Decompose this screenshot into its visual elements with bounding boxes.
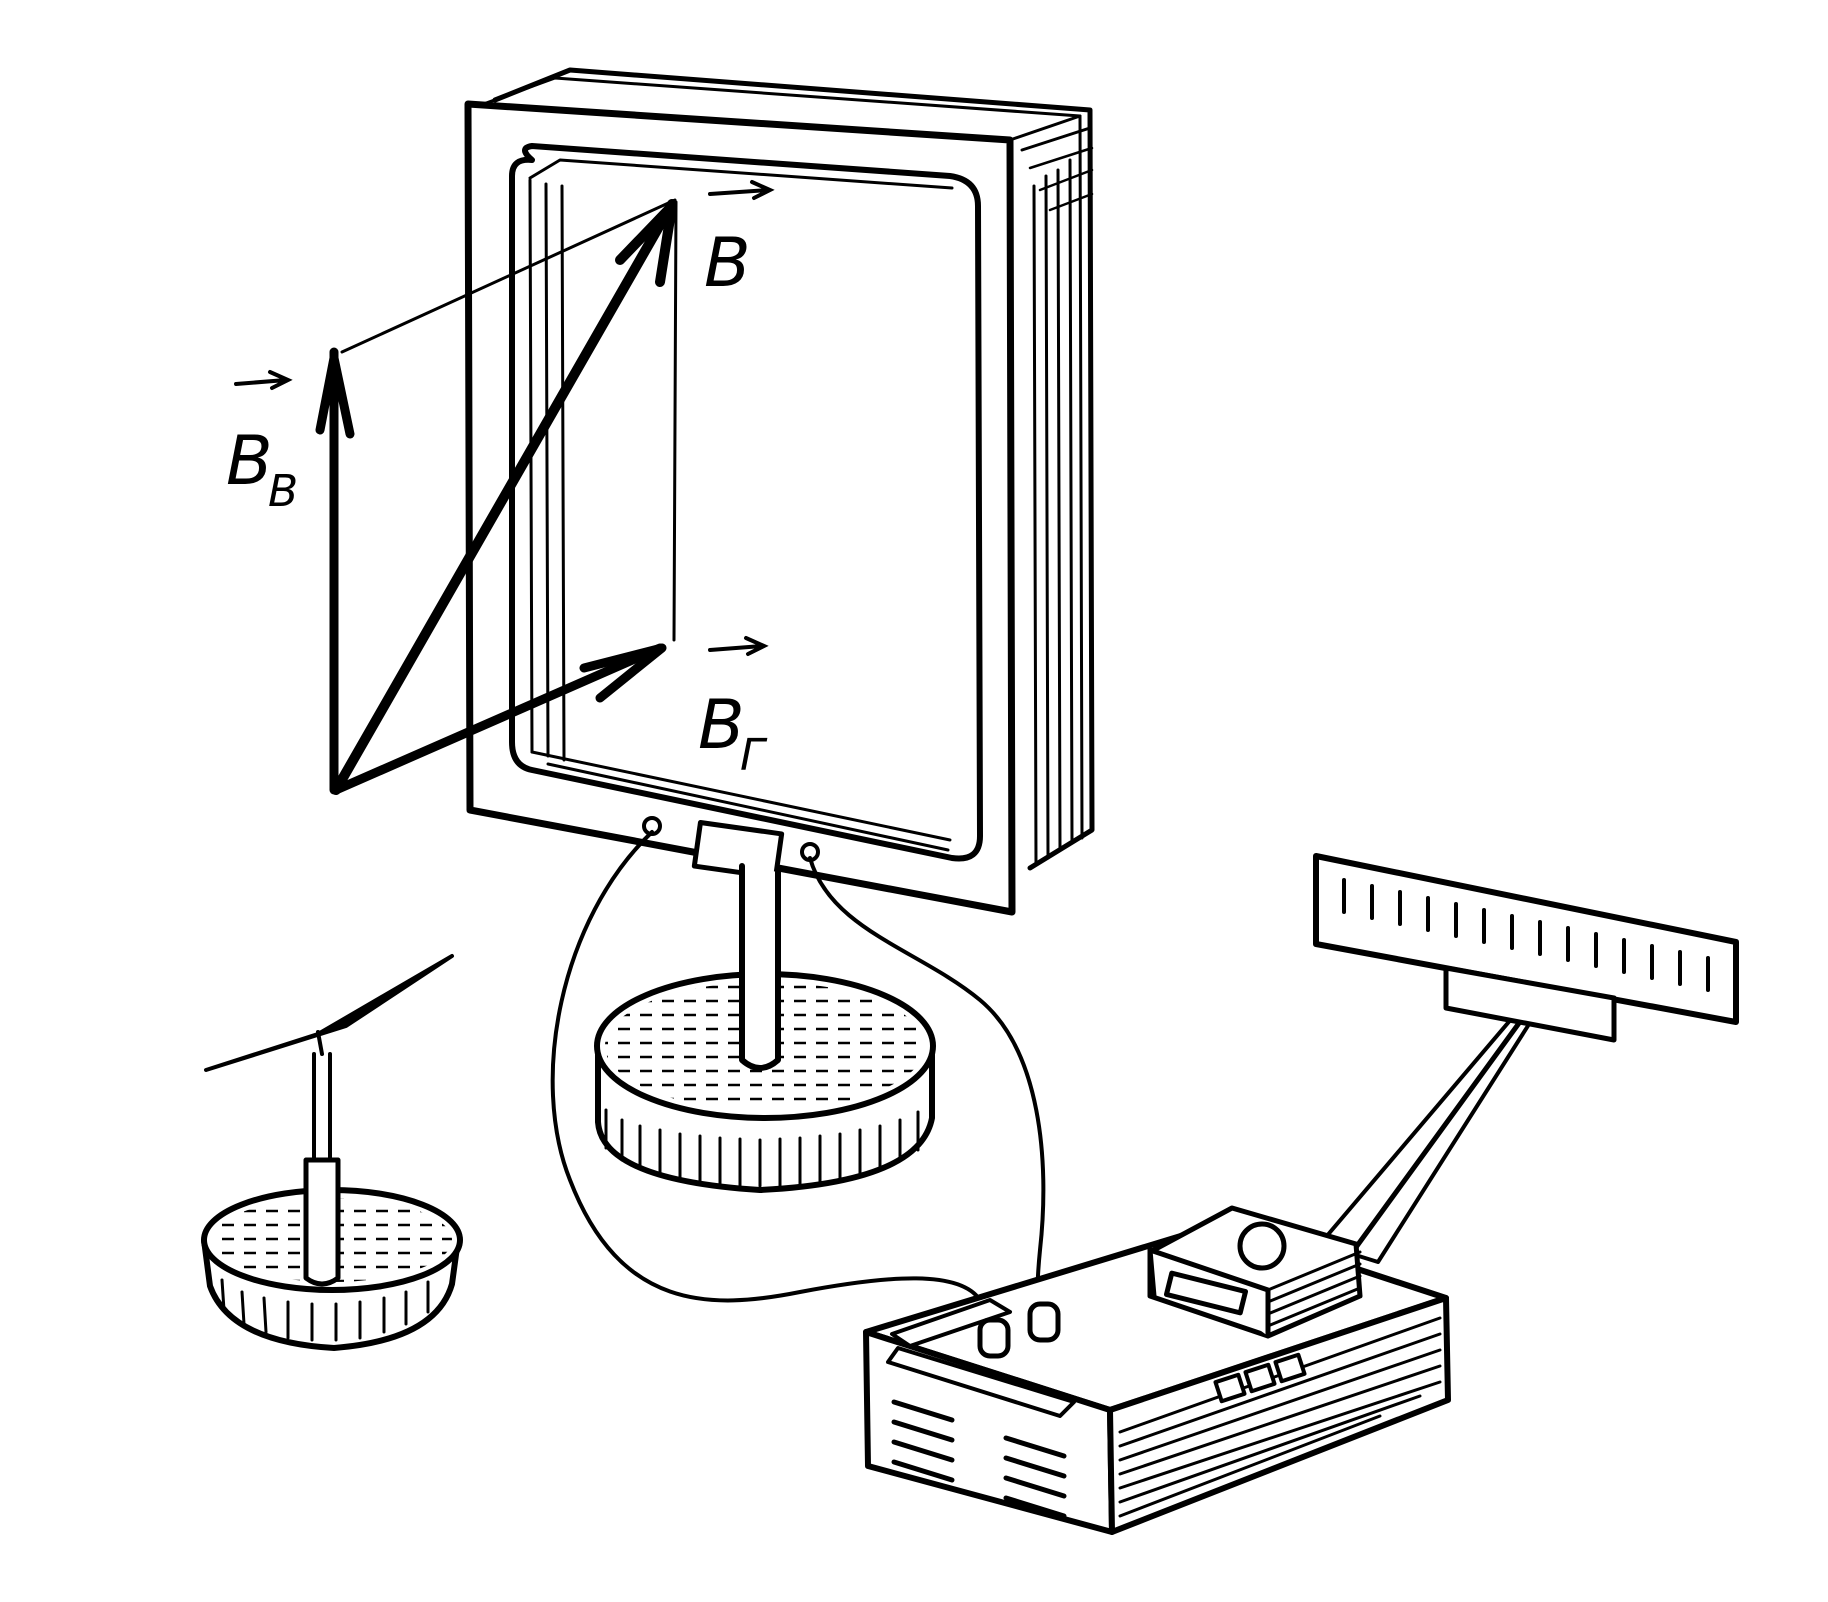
light-pointer xyxy=(1147,1002,1540,1339)
compass-needle-dark-half xyxy=(316,954,454,1036)
compass-pivot xyxy=(312,1030,332,1162)
lamp-window xyxy=(1163,1270,1249,1316)
wire-right xyxy=(808,856,1046,1322)
arrow-over-b-resultant-icon xyxy=(708,180,775,200)
power-supply-switch-2 xyxy=(1243,1362,1277,1394)
compass xyxy=(201,954,463,1351)
vector-b-horizontal-arrowhead xyxy=(579,643,667,703)
coil-mount-plate xyxy=(691,820,785,880)
vector-diagram xyxy=(315,198,678,795)
power-supply-vents-right xyxy=(1003,1435,1067,1519)
power-supply-groove xyxy=(890,1298,1012,1348)
lamp-knob xyxy=(1237,1221,1287,1271)
coil-inner-window xyxy=(509,143,983,862)
label-b-vertical: B В xyxy=(226,370,298,517)
svg-text:B: B xyxy=(704,224,751,303)
power-supply-terminal-right xyxy=(1027,1301,1061,1343)
parallelogram-right-edge xyxy=(672,200,678,642)
vector-b-horizontal xyxy=(331,643,665,795)
power-supply-side xyxy=(1107,1295,1451,1535)
svg-text:B: B xyxy=(226,422,273,501)
coil-stand xyxy=(594,863,936,1193)
power-supply-terminal-left xyxy=(977,1317,1011,1359)
power-supply-switch-3 xyxy=(1273,1352,1307,1384)
vector-b-resultant xyxy=(331,199,677,795)
parallelogram-top-edge xyxy=(340,198,677,354)
power-supply-vents-left xyxy=(891,1399,955,1483)
scale-panel xyxy=(1313,853,1739,1025)
power-supply-switch-1 xyxy=(1213,1372,1247,1404)
vector-b-resultant-arrowhead xyxy=(615,201,677,287)
svg-text:В: В xyxy=(268,466,298,517)
arrow-over-b-vertical-icon xyxy=(234,370,293,390)
scale-ticks xyxy=(1342,878,1710,992)
compass-stand-rod xyxy=(303,1157,341,1287)
vector-b-vertical-arrowhead xyxy=(315,353,355,439)
coil-frame xyxy=(464,67,1095,916)
label-b-resultant: B xyxy=(704,180,775,303)
svg-text:B: B xyxy=(698,686,745,765)
svg-text:Г: Г xyxy=(740,730,768,781)
galvanometer-scale xyxy=(1313,853,1739,1043)
label-b-horizontal: B Г xyxy=(698,636,769,781)
scale-holder xyxy=(1443,965,1617,1043)
power-supply xyxy=(863,1221,1451,1535)
coil-stand-rod xyxy=(739,863,781,1071)
arrow-over-b-horizontal-icon xyxy=(708,636,769,656)
